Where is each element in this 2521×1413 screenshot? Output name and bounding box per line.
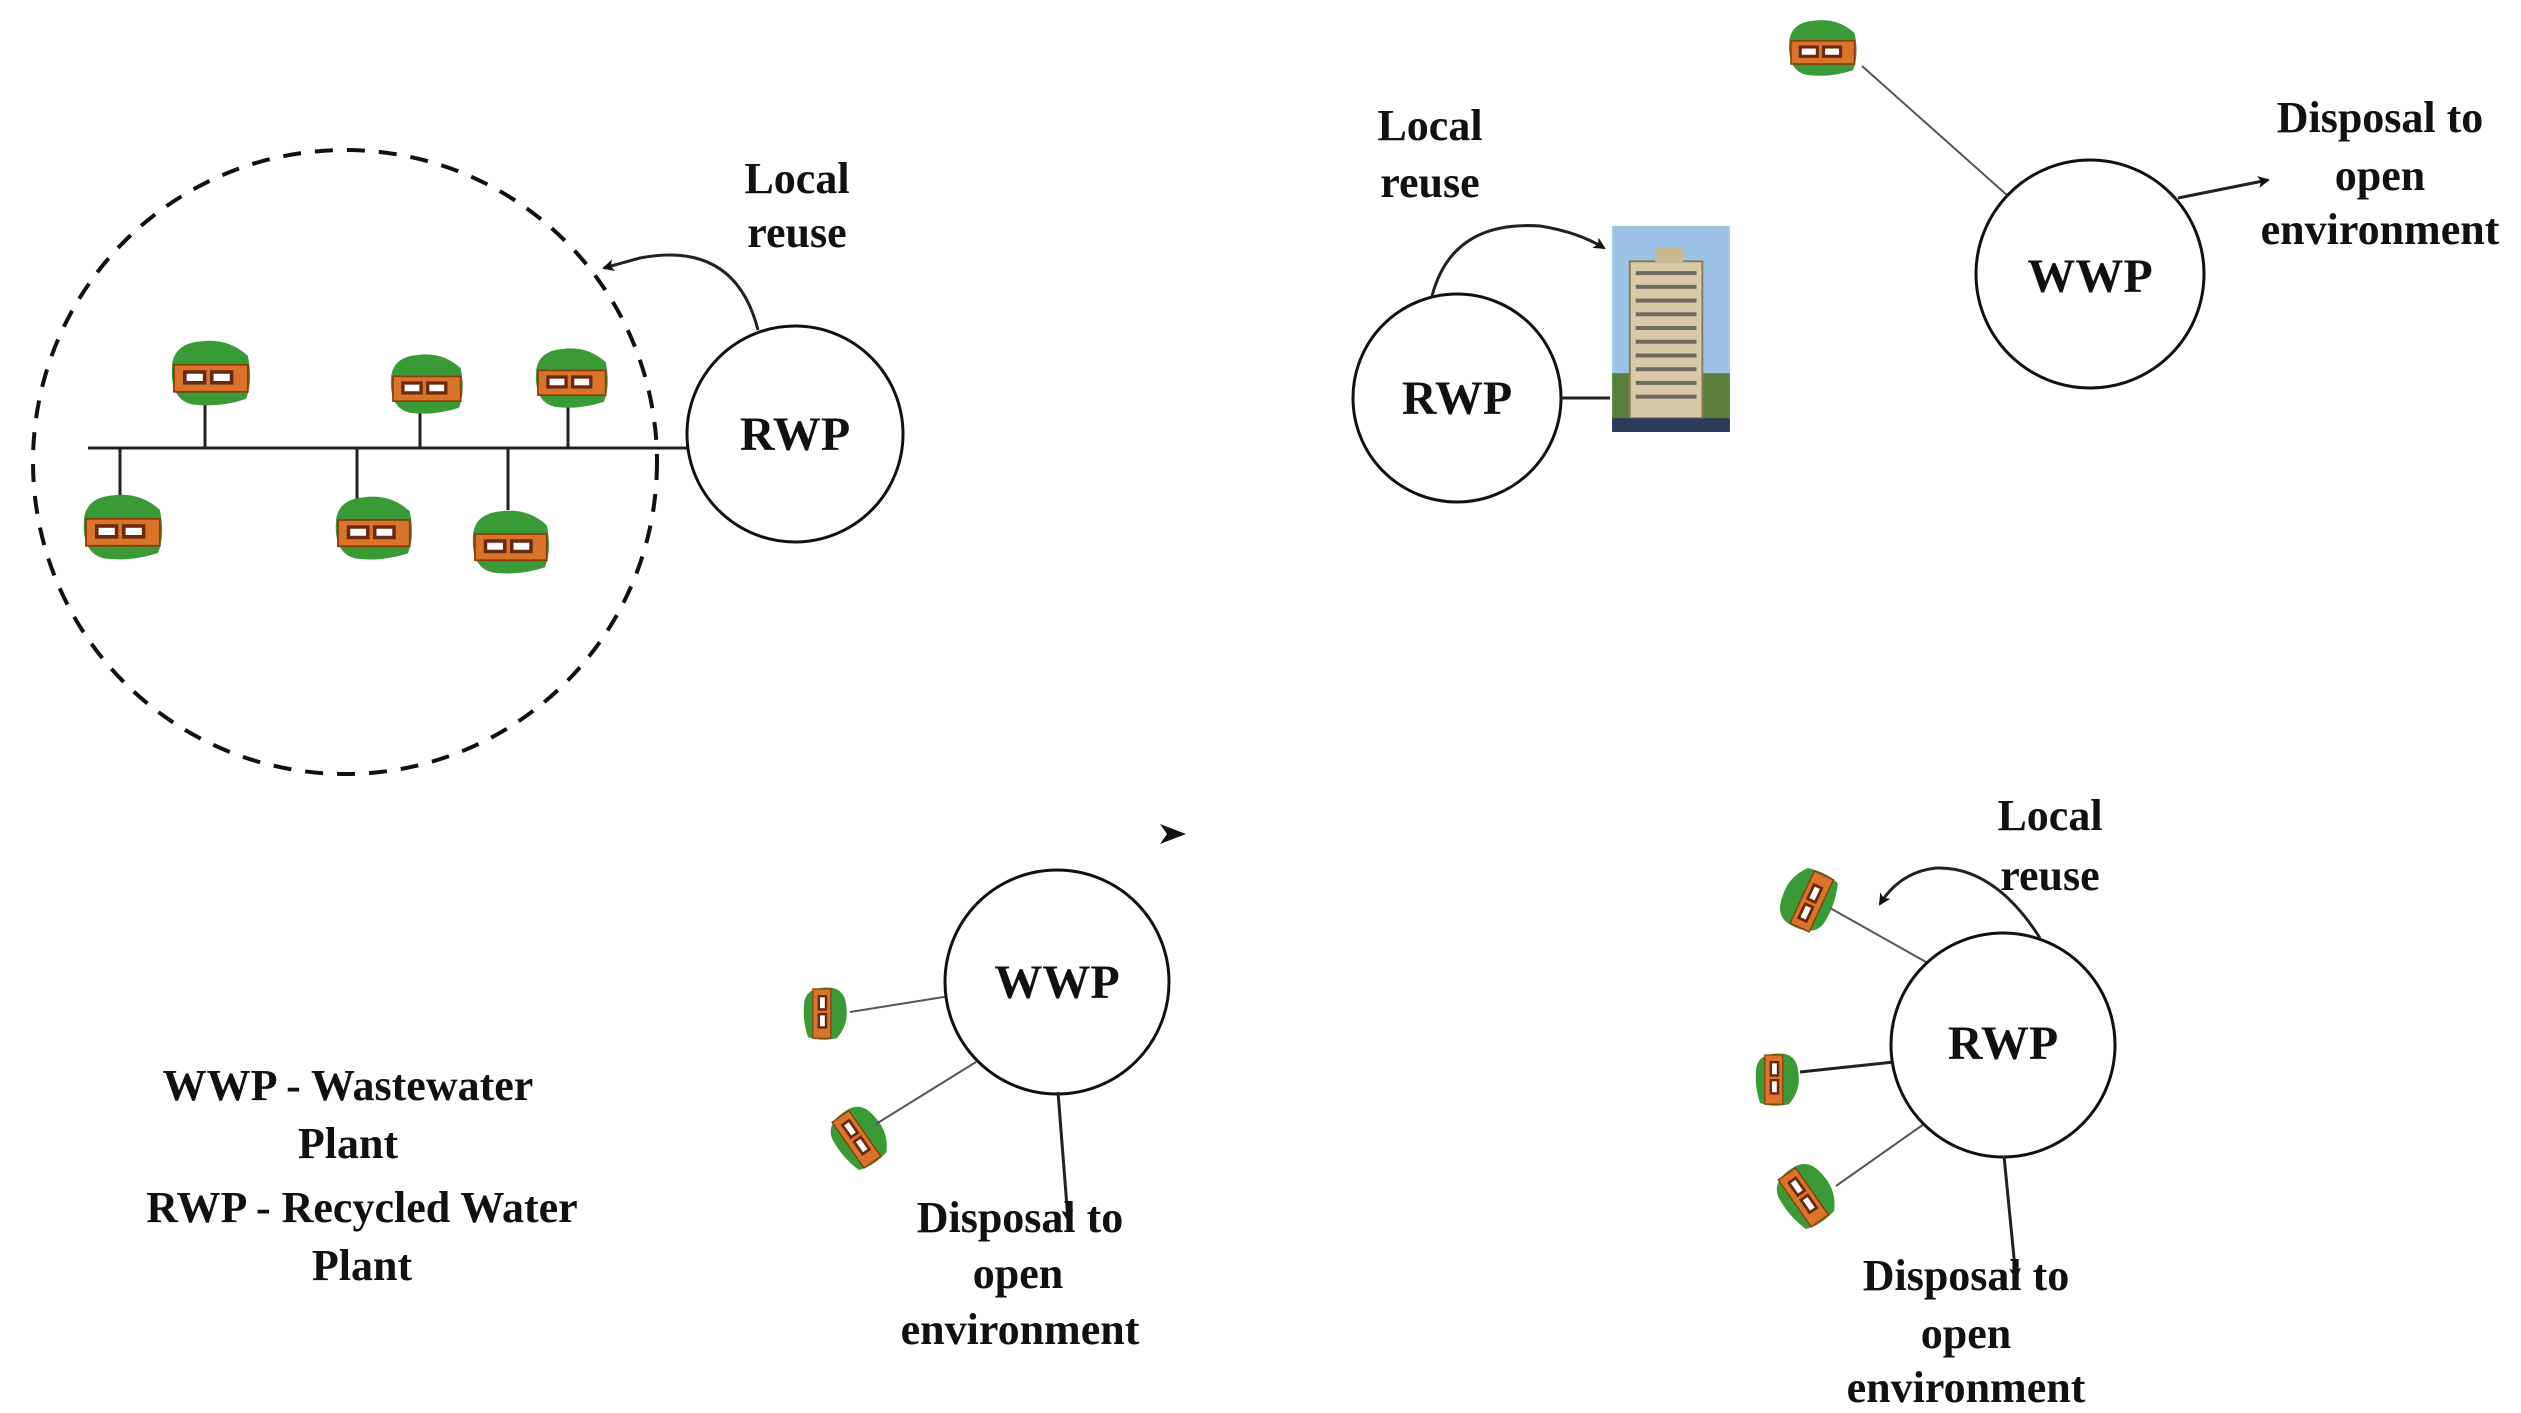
panel-top-right: RWP Local reuse WWP Disposal to open env…: [1351, 18, 2500, 504]
house-icon: [169, 338, 253, 408]
disposal-label-line3: environment: [2261, 205, 2500, 254]
house-icon: [1787, 18, 1859, 78]
house-link: [1829, 907, 1927, 963]
reuse-label-line2: reuse: [2000, 851, 2099, 900]
legend: WWP - Wastewater Plant RWP - Recycled Wa…: [146, 1061, 577, 1290]
reuse-arrow: [1878, 866, 2042, 939]
disposal-label-line2: open: [1921, 1309, 2011, 1358]
disposal-arrow: [2177, 176, 2270, 200]
panel-top-left: RWP Local reuse: [31, 148, 905, 776]
disposal-label-line1: Disposal to: [1863, 1251, 2070, 1300]
rwp-node-label: RWP: [1402, 372, 1512, 425]
house-link: [875, 1061, 977, 1125]
rwp-node-label: RWP: [1948, 1017, 2058, 1070]
house-icon: [470, 508, 551, 576]
reuse-label-line2: reuse: [1380, 158, 1479, 207]
legend-line4: Plant: [312, 1241, 413, 1290]
disposal-label-line3: environment: [1847, 1363, 2086, 1412]
disposal-arrow: [1056, 1091, 1074, 1222]
disposal-label-line3: environment: [901, 1305, 1140, 1354]
disposal-label-line1: Disposal to: [917, 1193, 1124, 1242]
disposal-label-line1: Disposal to: [2277, 93, 2484, 142]
house-icon: [388, 352, 465, 416]
arrow-icon: [1160, 824, 1186, 844]
disposal-label-line2: open: [2335, 151, 2425, 200]
rwp-node-label: RWP: [740, 408, 850, 461]
building-icon: [1611, 226, 1731, 432]
house-icon: [1769, 1156, 1845, 1235]
panel-bottom-rwp: RWP Local reuse Disposal to open environ…: [1756, 791, 2117, 1412]
wwp-node-circle: [1974, 158, 2206, 390]
house-link: [1835, 1123, 1925, 1187]
disposal-label-line2: open: [973, 1249, 1063, 1298]
legend-line1: WWP - Wastewater: [163, 1061, 534, 1110]
reuse-label-line2: reuse: [747, 208, 846, 257]
house-icon: [333, 494, 414, 562]
service-area-boundary: [31, 148, 659, 776]
house-link: [849, 995, 951, 1013]
house-icon: [81, 492, 165, 562]
house-icon: [823, 1099, 897, 1176]
house-icon: [1756, 1053, 1799, 1105]
house-icon: [1772, 861, 1843, 938]
reuse-label-line1: Local: [744, 154, 849, 203]
legend-line2: Plant: [298, 1119, 399, 1168]
house-link: [1799, 1060, 1895, 1074]
reuse-arrow: [602, 253, 760, 331]
reuse-arrow: [1430, 224, 1606, 297]
rwp-node-circle: [685, 324, 905, 544]
wwp-node-label: WWP: [2027, 250, 2152, 303]
house-link: [1861, 65, 2009, 197]
wwp-node-label: WWP: [994, 956, 1119, 1009]
legend-line3: RWP - Recycled Water: [146, 1183, 577, 1232]
house-icon: [804, 987, 847, 1039]
disposal-arrow: [2002, 1155, 2021, 1280]
panel-bottom-wwp: WWP Disposal to open environment: [804, 868, 1171, 1354]
house-icon: [534, 346, 610, 410]
reuse-label-line1: Local: [1377, 101, 1482, 150]
reuse-label-line1: Local: [1997, 791, 2102, 840]
